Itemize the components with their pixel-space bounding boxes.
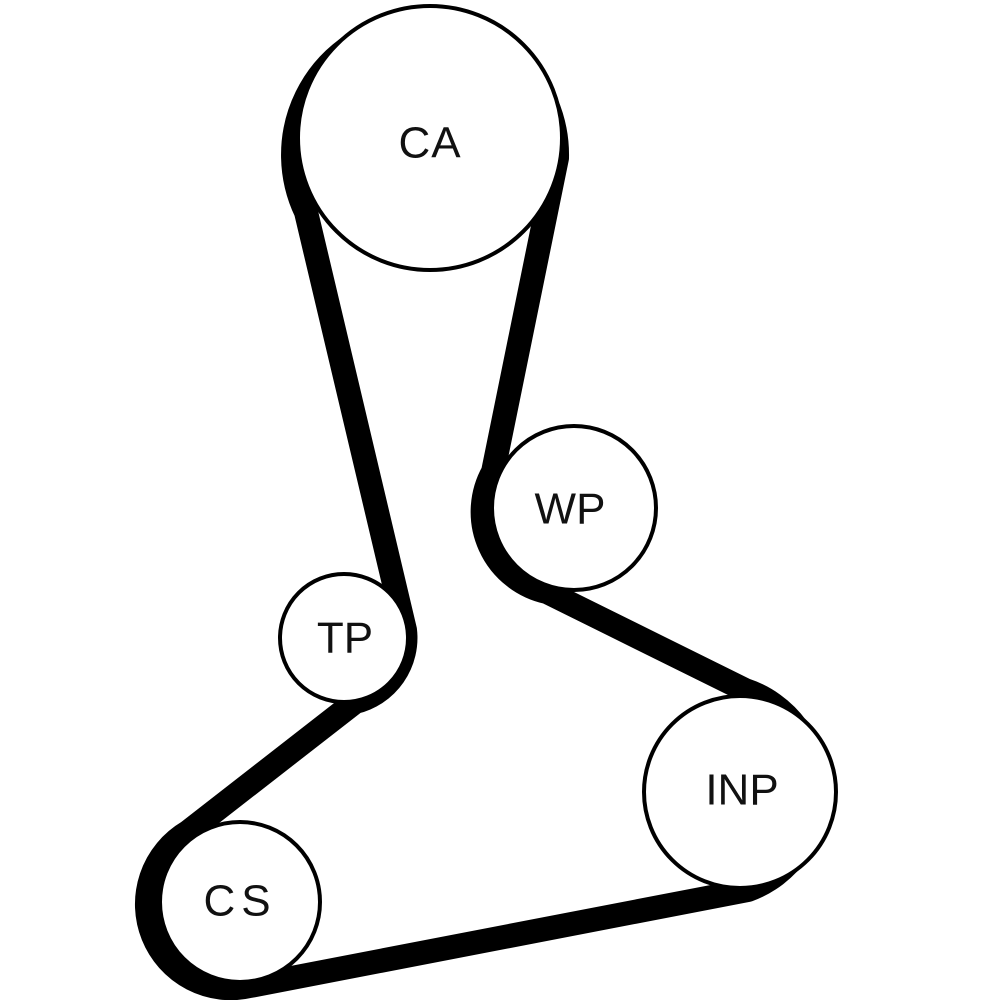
pulley-label-wp: WP <box>535 485 606 534</box>
pulley-camshaft <box>296 4 564 272</box>
pulley-water-pump <box>490 424 658 592</box>
pulley-crankshaft <box>158 820 322 984</box>
pulley-label-inp: INP <box>705 766 778 815</box>
pulley-label-ca: CA <box>398 119 461 168</box>
pulley-tensioner <box>278 572 410 704</box>
pulley-injection-pump <box>642 694 838 890</box>
pulley-label-tp: TP <box>317 614 373 663</box>
pulley-label-cs: CS <box>203 877 276 926</box>
